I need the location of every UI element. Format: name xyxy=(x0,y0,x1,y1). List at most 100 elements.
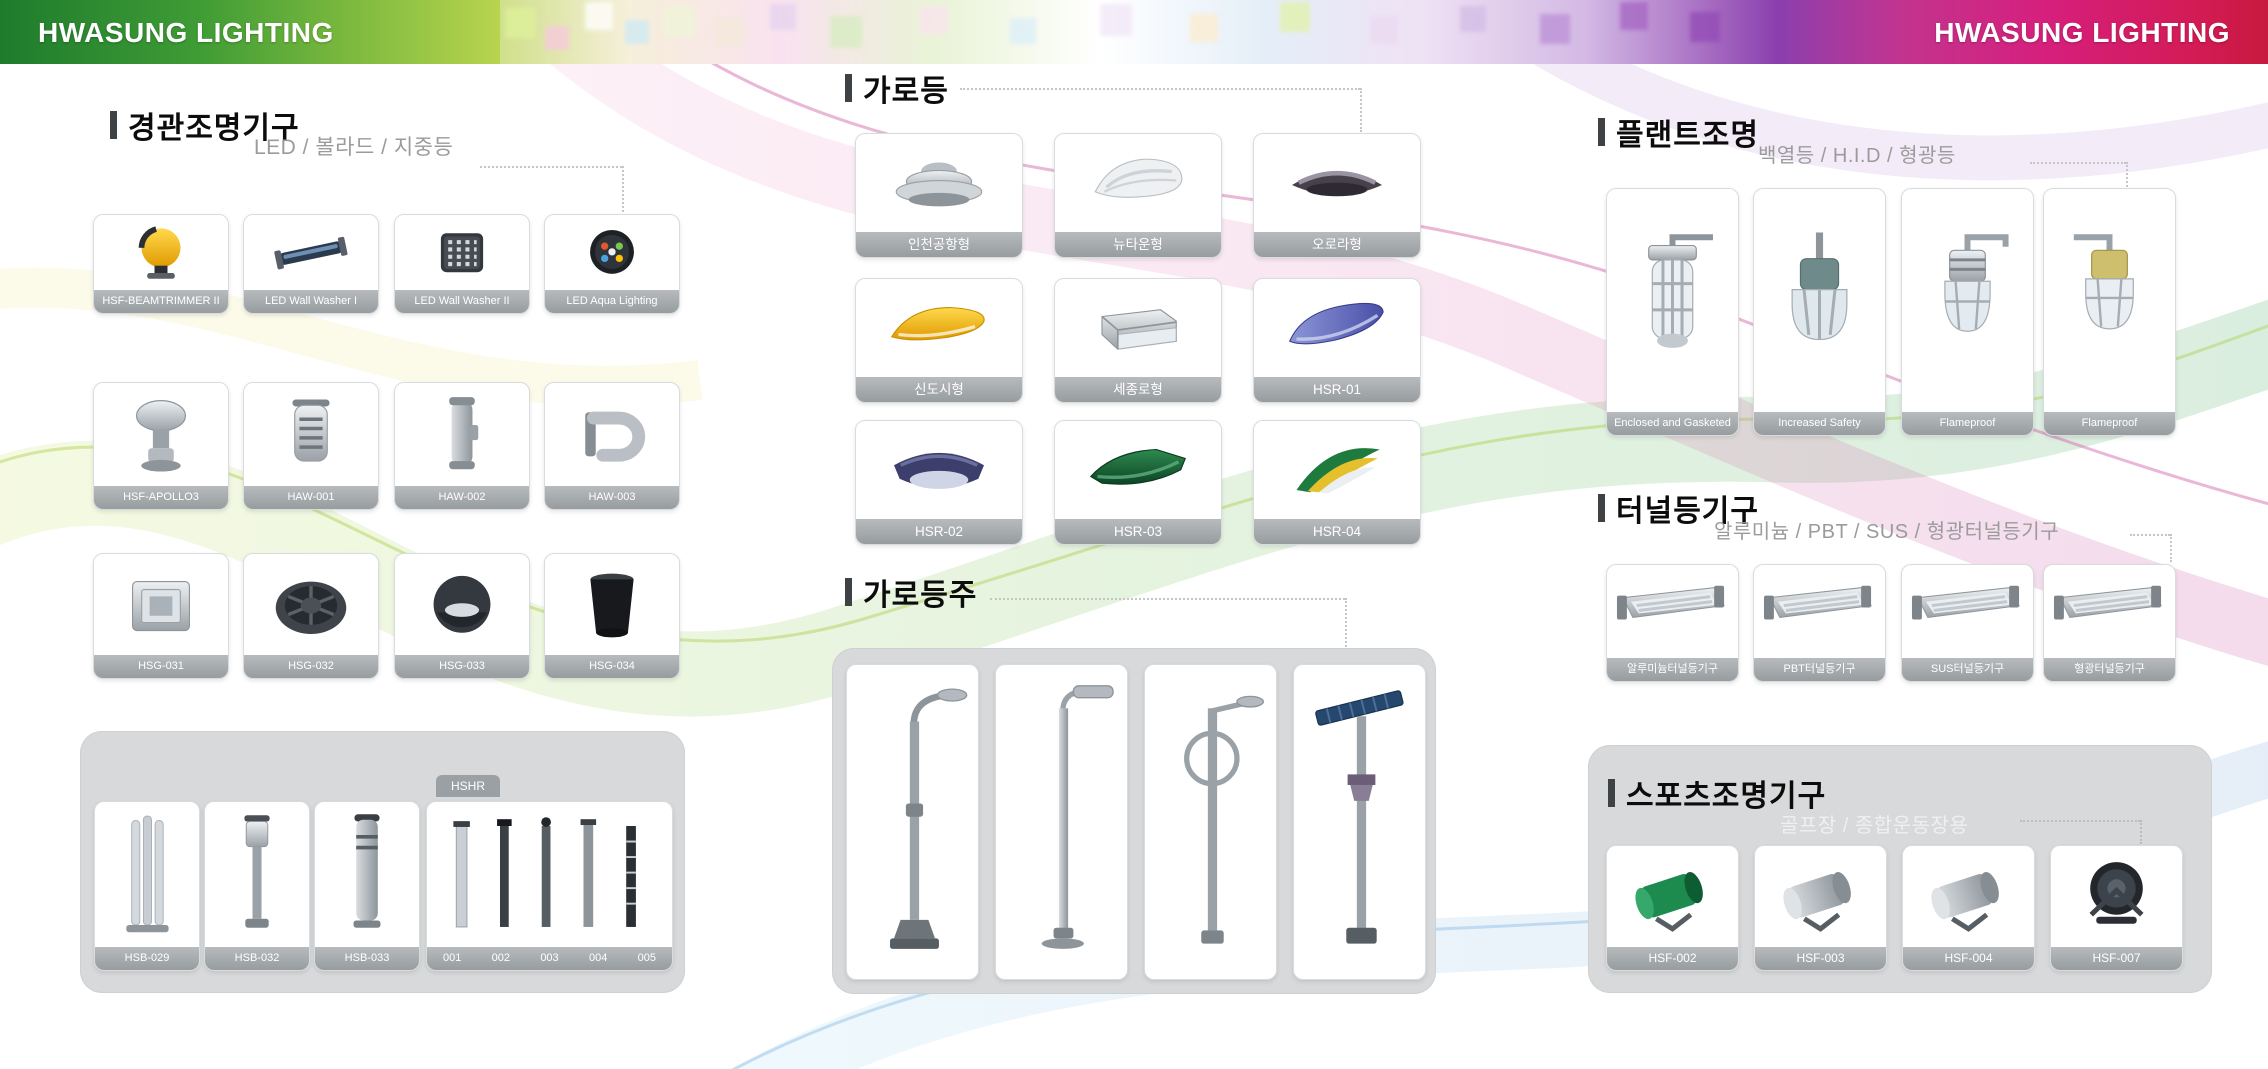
card-led-wall-washer-2[interactable]: LED Wall Washer II xyxy=(394,214,530,314)
card-aurora-type[interactable]: 오로라형 xyxy=(1253,133,1421,258)
product-label: 알루미늄터널등기구 xyxy=(1607,658,1738,681)
card-hshr-group[interactable]: 001 002 003 004 005 xyxy=(426,801,673,971)
card-tunnel-aluminum[interactable]: 알루미늄터널등기구 xyxy=(1606,564,1739,682)
hshr-num: 004 xyxy=(588,952,608,964)
product-label: HSF-APOLLO3 xyxy=(94,486,228,509)
pole-panel xyxy=(832,648,1436,994)
section-street-header: 가로등 xyxy=(845,66,949,110)
product-label: HSR-04 xyxy=(1254,519,1420,544)
mosaic-tile xyxy=(1540,14,1570,44)
product-label: HSB-029 xyxy=(95,947,199,970)
card-newcity-type[interactable]: 신도시형 xyxy=(855,278,1023,403)
spotlight-image xyxy=(100,389,222,482)
card-hsg-034[interactable]: HSG-034 xyxy=(544,553,680,679)
card-led-wall-washer-1[interactable]: LED Wall Washer I xyxy=(243,214,379,314)
card-pole-solar[interactable] xyxy=(1293,664,1426,980)
card-hsr-01[interactable]: HSR-01 xyxy=(1253,278,1421,403)
section-pole-header: 가로등주 xyxy=(845,570,977,614)
silver-floodlight-image xyxy=(1909,852,2028,943)
card-hsr-03[interactable]: HSR-03 xyxy=(1054,420,1222,545)
card-tunnel-sus[interactable]: SUS터널등기구 xyxy=(1901,564,2034,682)
product-label: Increased Safety xyxy=(1754,412,1885,435)
mosaic-tile xyxy=(1010,18,1036,44)
mosaic-tile xyxy=(625,20,649,44)
card-incheon-airport-type[interactable]: 인천공항형 xyxy=(855,133,1023,258)
card-flameproof-2[interactable]: Flameproof xyxy=(2043,188,2176,436)
dotted-connector xyxy=(1360,88,1362,132)
card-hsf-003[interactable]: HSF-003 xyxy=(1754,845,1887,971)
title-bar-icon xyxy=(1598,118,1605,146)
product-label: HSF-004 xyxy=(1903,947,2034,970)
pendant-fixture-image xyxy=(1760,195,1879,408)
header-band: HWASUNG LIGHTING HWASUNG LIGHTING xyxy=(0,0,2268,64)
card-newtown-type[interactable]: 뉴타운형 xyxy=(1054,133,1222,258)
card-hsf-007[interactable]: HSF-007 xyxy=(2050,845,2183,971)
card-hsr-04[interactable]: HSR-04 xyxy=(1253,420,1421,545)
wall-washer-bar-image xyxy=(250,221,372,286)
product-label: HSF-002 xyxy=(1607,947,1738,970)
card-hsr-02[interactable]: HSR-02 xyxy=(855,420,1023,545)
product-label: HSR-02 xyxy=(856,519,1022,544)
product-label: 형광터널등기구 xyxy=(2044,658,2175,681)
card-tunnel-fluorescent[interactable]: 형광터널등기구 xyxy=(2043,564,2176,682)
card-hsg-033[interactable]: HSG-033 xyxy=(394,553,530,679)
card-pole-straight[interactable] xyxy=(995,664,1128,980)
card-haw-002[interactable]: HAW-002 xyxy=(394,382,530,510)
card-pole-scroll[interactable] xyxy=(1144,664,1277,980)
section-plant-title: 플랜트조명 xyxy=(1616,119,1759,152)
product-label: HSR-03 xyxy=(1055,519,1221,544)
dotted-connector xyxy=(990,598,1345,600)
card-hsf-004[interactable]: HSF-004 xyxy=(1902,845,2035,971)
card-hsb-029[interactable]: HSB-029 xyxy=(94,801,200,971)
card-hsf-apollo3[interactable]: HSF-APOLLO3 xyxy=(93,382,229,510)
aqua-light-image xyxy=(551,221,673,286)
product-label: 인천공항형 xyxy=(856,232,1022,257)
product-label: HSF-007 xyxy=(2051,947,2182,970)
fin-lamp-image xyxy=(1260,427,1414,517)
led-panel-image xyxy=(401,221,523,286)
mosaic-tile xyxy=(1190,14,1218,42)
dark-lens-lamp-image xyxy=(1260,140,1414,230)
card-hsb-033[interactable]: HSB-033 xyxy=(314,801,420,971)
card-tunnel-pbt[interactable]: PBT터널등기구 xyxy=(1753,564,1886,682)
card-hsg-032[interactable]: HSG-032 xyxy=(243,553,379,679)
card-hsb-032[interactable]: HSB-032 xyxy=(204,801,310,971)
product-label: LED Wall Washer II xyxy=(395,290,529,313)
mosaic-tile xyxy=(830,16,862,48)
cylinder-lamp-image xyxy=(401,389,523,482)
card-increased-safety[interactable]: Increased Safety xyxy=(1753,188,1886,436)
tunnel-fixture-image xyxy=(2050,571,2169,654)
card-sejongro-type[interactable]: 세종로형 xyxy=(1054,278,1222,403)
pole-straight-image xyxy=(1002,673,1121,971)
card-haw-001[interactable]: HAW-001 xyxy=(243,382,379,510)
card-hsf-beamtrimmer[interactable]: HSF-BEAMTRIMMER II xyxy=(93,214,229,314)
curved-sconce-image xyxy=(551,389,673,482)
pole-curved-arm-image xyxy=(853,673,972,971)
tunnel-fixture-image xyxy=(1760,571,1879,654)
dotted-connector xyxy=(622,166,624,212)
dotted-connector xyxy=(960,88,1360,90)
hshr-num: 002 xyxy=(491,952,511,964)
product-label: HSF-003 xyxy=(1755,947,1886,970)
pole-solar-image xyxy=(1300,673,1419,971)
bollard-rods-image xyxy=(101,808,193,943)
flameproof-fixture-image xyxy=(1908,195,2027,408)
dotted-connector xyxy=(480,166,622,168)
card-flameproof-1[interactable]: Flameproof xyxy=(1901,188,2034,436)
card-enclosed-gasketed[interactable]: Enclosed and Gasketed xyxy=(1606,188,1739,436)
card-hsf-002[interactable]: HSF-002 xyxy=(1606,845,1739,971)
hshr-group-tab: HSHR xyxy=(436,775,500,797)
mosaic-tile xyxy=(715,18,743,46)
card-led-aqua-lighting[interactable]: LED Aqua Lighting xyxy=(544,214,680,314)
product-label: LED Wall Washer I xyxy=(244,290,378,313)
brand-logo-right: HWASUNG LIGHTING xyxy=(1934,17,2230,48)
product-label: HSG-034 xyxy=(545,655,679,678)
card-pole-arm[interactable] xyxy=(846,664,979,980)
header-band-green xyxy=(0,0,500,64)
product-label: HSF-BEAMTRIMMER II xyxy=(94,290,228,313)
dotted-connector xyxy=(2130,534,2170,536)
product-label: LED Aqua Lighting xyxy=(545,290,679,313)
card-hsg-031[interactable]: HSG-031 xyxy=(93,553,229,679)
dotted-connector xyxy=(2170,534,2172,562)
card-haw-003[interactable]: HAW-003 xyxy=(544,382,680,510)
